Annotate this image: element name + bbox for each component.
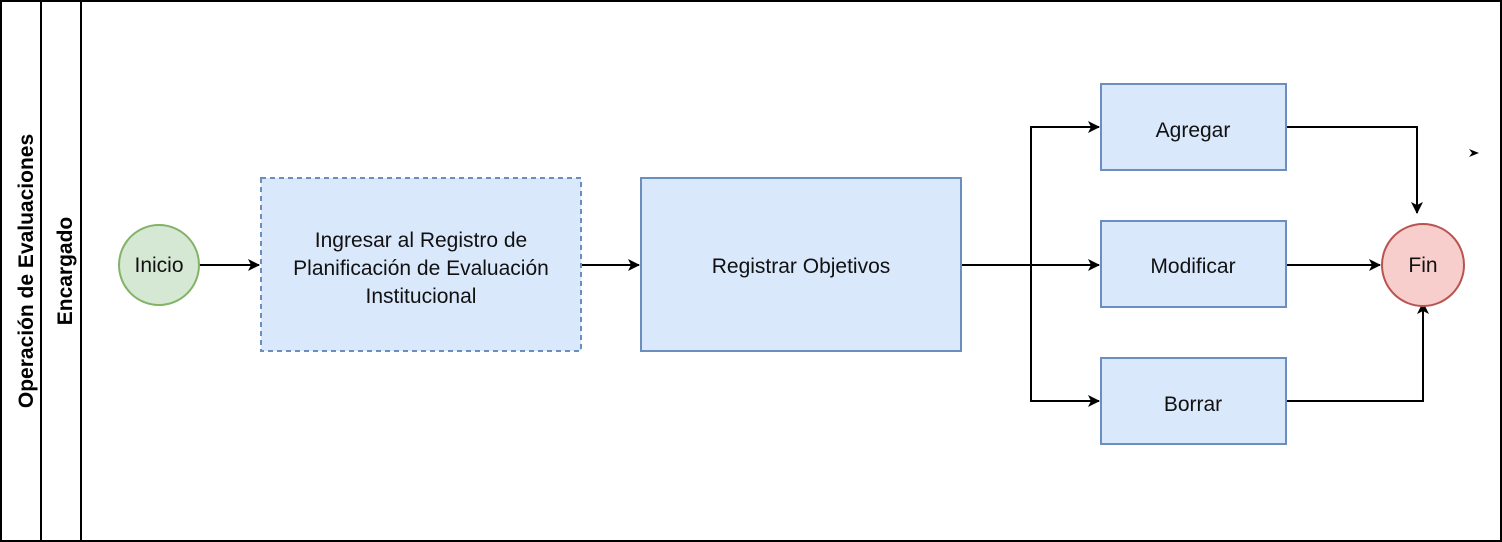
task-agregar[interactable]: Agregar [1100, 83, 1287, 171]
edge-registrar-agregar [1030, 121, 1100, 265]
task-agregar-label: Agregar [1156, 119, 1231, 142]
task-modificar[interactable]: Modificar [1100, 220, 1287, 308]
task-borrar[interactable]: Borrar [1100, 357, 1287, 445]
edge-borrar-fin [1286, 302, 1429, 402]
edge-registrar-borrar [1030, 265, 1100, 407]
task-ingresar-label-line-3: Institucional [366, 285, 477, 308]
end-event-label: Fin [1408, 254, 1437, 277]
task-ingresar-label-line-2: Planificación de Evaluación [293, 257, 549, 280]
end-event[interactable]: Fin [1381, 223, 1465, 307]
task-ingresar-box [260, 177, 582, 352]
task-registrar-objetivos[interactable]: Registrar Objetivos [640, 177, 962, 352]
start-event-circle [118, 224, 200, 306]
pool-label: Operación de Evaluaciones [15, 134, 38, 408]
task-registrar-box [640, 177, 962, 352]
edges [199, 121, 1429, 407]
task-ingresar-registro[interactable]: Ingresar al Registro de Planificación de… [260, 177, 582, 352]
task-agregar-box [1100, 83, 1287, 171]
task-borrar-box [1100, 357, 1287, 445]
task-modificar-box [1100, 220, 1287, 308]
task-modificar-label: Modificar [1150, 255, 1235, 278]
start-event[interactable]: Inicio [118, 224, 200, 306]
task-registrar-label: Registrar Objetivos [712, 255, 891, 278]
end-event-circle [1381, 223, 1465, 307]
task-borrar-label: Borrar [1164, 393, 1222, 416]
lane-label: Encargado [54, 217, 77, 326]
task-ingresar-label-line-1: Ingresar al Registro de [315, 229, 527, 252]
start-event-label: Inicio [134, 254, 183, 277]
stray-arrowhead-icon [1469, 149, 1479, 157]
edge-agregar-fin [1286, 126, 1423, 214]
